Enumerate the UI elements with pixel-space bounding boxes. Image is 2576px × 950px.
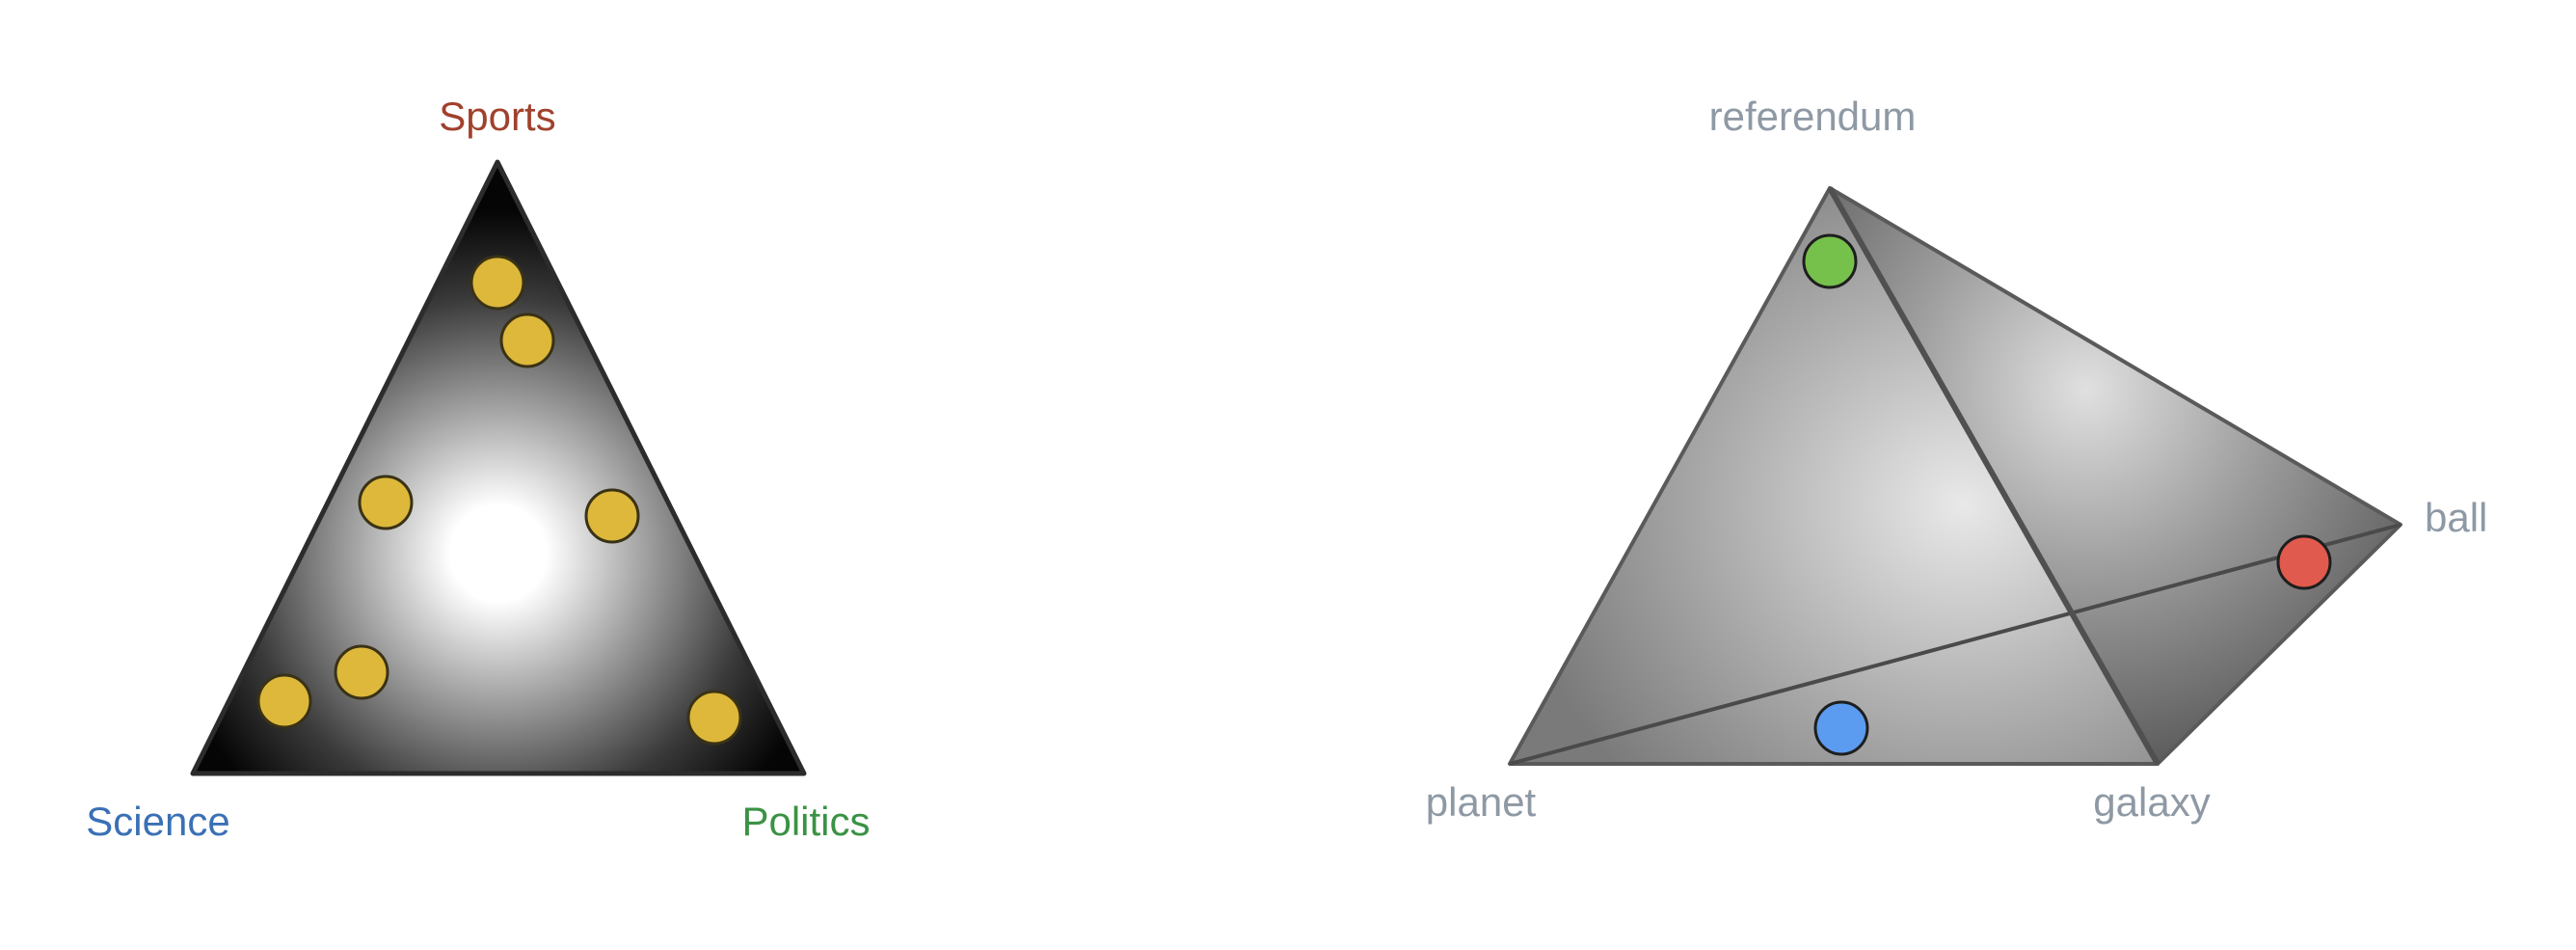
document-point [256,673,312,729]
vertex-label-ball: ball [2425,495,2487,540]
document-point [499,312,555,368]
tetra-hidden-edge [1509,523,2402,766]
tetra-edge [1827,186,2160,766]
vertex-label-sports: Sports [439,94,555,139]
word-point-ball [2276,534,2332,590]
word-point-planet-galaxy [1813,700,1869,756]
document-point [358,475,414,530]
vertex-label-galaxy: galaxy [2093,779,2210,825]
topic-points [256,255,742,746]
document-point [470,255,525,311]
topic-triangle [190,159,807,776]
vertex-label-politics: Politics [741,799,870,844]
word-simplex: referendum ball planet galaxy [1426,94,2488,825]
vertex-label-referendum: referendum [1709,94,1917,139]
document-point [334,644,389,700]
document-point [584,488,640,544]
topic-simplex: Sports Science Politics [86,94,870,844]
document-point [686,690,742,746]
word-point-referendum [1802,233,1858,289]
vertex-label-science: Science [86,799,229,844]
vertex-label-planet: planet [1426,779,1537,825]
